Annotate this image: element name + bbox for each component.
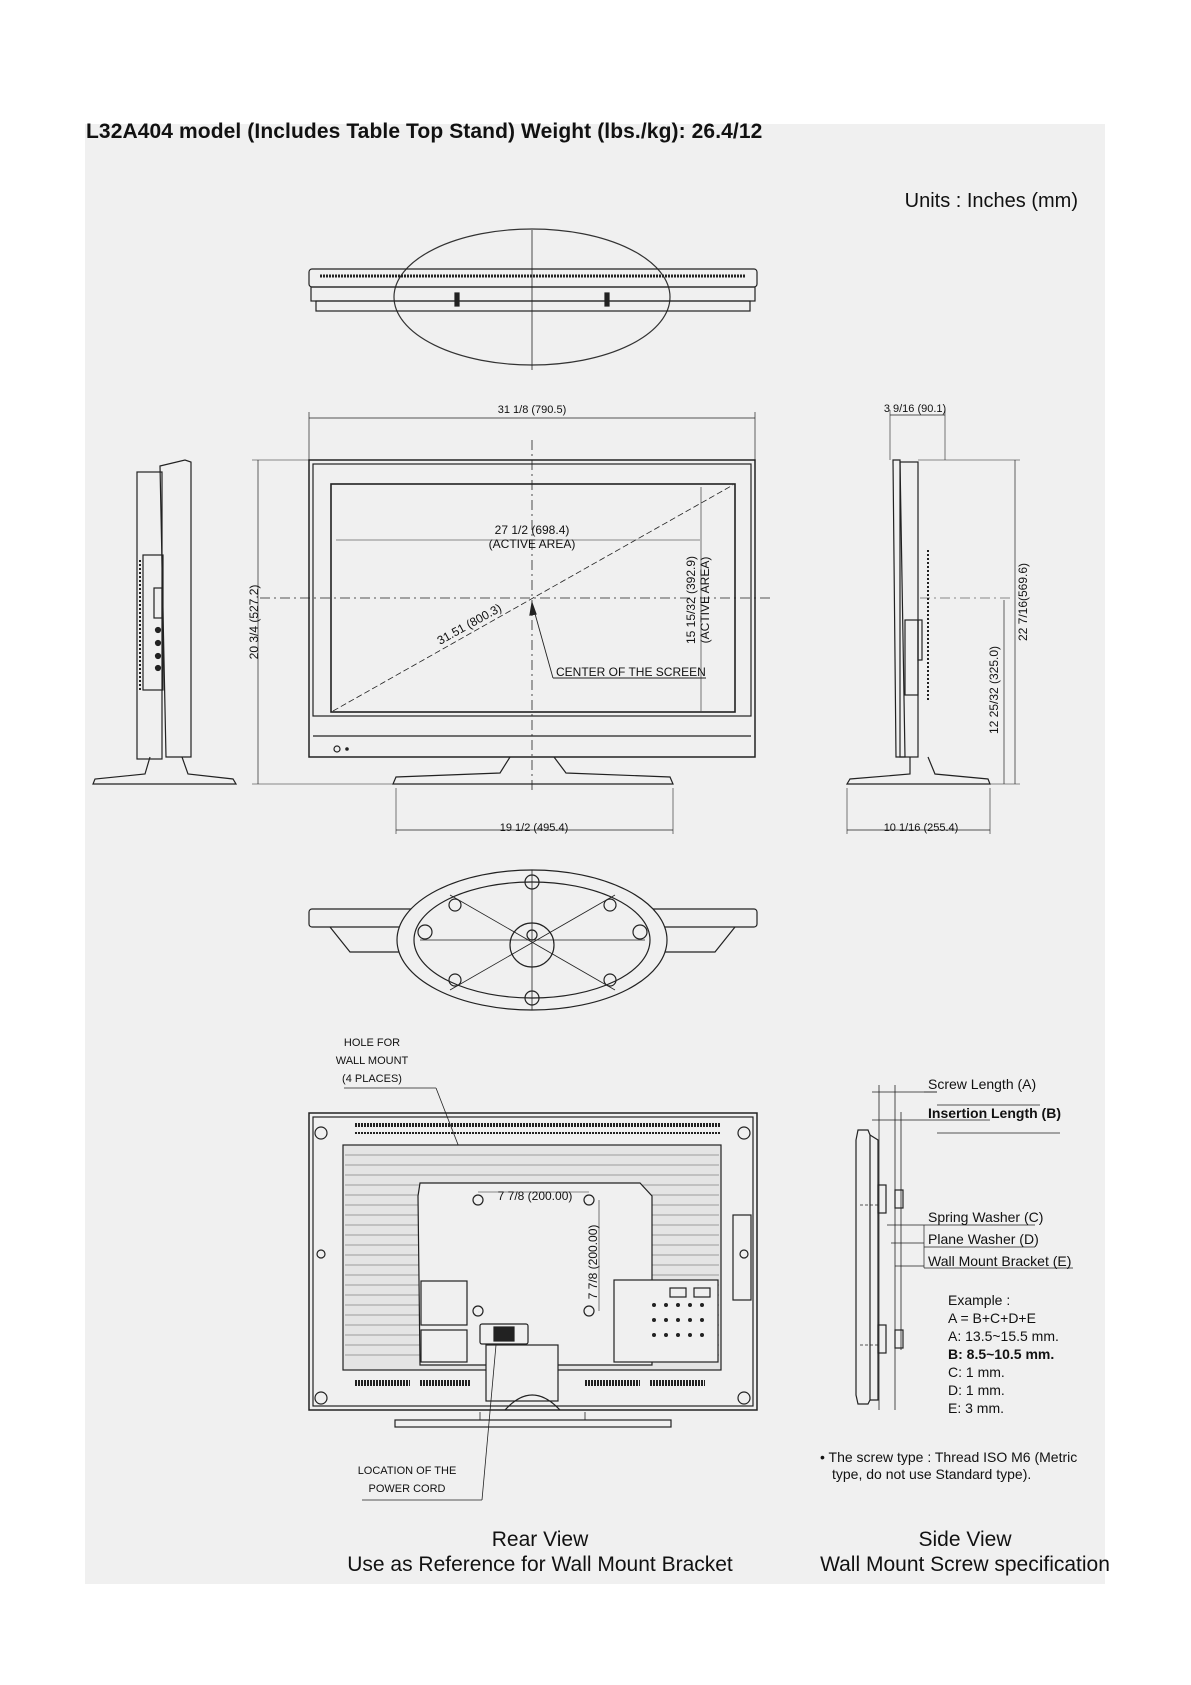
hole-horizontal-dimension: 7 7/8 (200.00)	[498, 1189, 573, 1203]
screw-note-line-1: • The screw type : Thread ISO M6 (Metric	[820, 1449, 1077, 1465]
hole-label-line-1: HOLE FOR	[344, 1037, 400, 1049]
rear-view-caption: Rear View	[491, 1528, 589, 1551]
side-view-subcaption: Wall Mount Screw specification	[820, 1553, 1110, 1576]
height-dimension: 20 3/4 (527.2)	[247, 585, 261, 660]
wall-bracket-label: Wall Mount Bracket (E)	[928, 1253, 1071, 1269]
page-title: L32A404 model (Includes Table Top Stand)…	[86, 120, 763, 143]
power-label-line-2: POWER CORD	[369, 1483, 446, 1495]
plane-washer-label: Plane Washer (D)	[928, 1231, 1039, 1247]
example-title: Example :	[948, 1292, 1010, 1308]
top-view	[308, 228, 758, 370]
right-side-view: 3 9/16 (90.1) 22 7/16(569.6) 12 25/32 (3…	[845, 403, 1030, 834]
center-label: CENTER OF THE SCREEN	[556, 665, 706, 679]
power-label-line-1: LOCATION OF THE	[358, 1465, 457, 1477]
example-b: B: 8.5~10.5 mm.	[948, 1346, 1054, 1362]
hole-vertical-dimension: 7 7/8 (200.00)	[586, 1225, 600, 1300]
example-e: E: 3 mm.	[948, 1400, 1004, 1416]
depth-dimension: 3 9/16 (90.1)	[884, 403, 946, 415]
stand-depth-dimension: 10 1/16 (255.4)	[884, 822, 959, 834]
insertion-length-label: Insertion Length (B)	[928, 1105, 1061, 1121]
active-width-dimension: 27 1/2 (698.4)	[495, 523, 570, 537]
active-height-label: (ACTIVE AREA)	[698, 557, 712, 644]
diagonal-dimension: 31.51 (800.3)	[435, 601, 504, 648]
example-c: C: 1 mm.	[948, 1364, 1005, 1380]
screw-note-line-2: type, do not use Standard type).	[832, 1466, 1031, 1482]
example-a: A: 13.5~15.5 mm.	[948, 1328, 1059, 1344]
rear-view-subcaption: Use as Reference for Wall Mount Bracket	[347, 1553, 733, 1576]
width-dimension: 31 1/8 (790.5)	[498, 404, 567, 416]
example-formula: A = B+C+D+E	[948, 1310, 1036, 1326]
front-view: 31 1/8 (790.5) 27 1/2 (698.4) (ACTIVE AR…	[247, 404, 770, 834]
spring-washer-label: Spring Washer (C)	[928, 1209, 1043, 1225]
left-side-view	[92, 459, 238, 785]
hole-label-line-3: (4 PLACES)	[342, 1073, 402, 1085]
active-height-dimension: 15 15/32 (392.9)	[684, 556, 698, 644]
screw-spec-view: Screw Length (A) Insertion Length (B) Sp…	[820, 1076, 1077, 1482]
active-width-label: (ACTIVE AREA)	[489, 537, 576, 551]
units-label: Units : Inches (mm)	[904, 190, 1078, 212]
bottom-view	[308, 869, 758, 1011]
side-view-caption: Side View	[918, 1528, 1012, 1551]
rear-view: HOLE FOR WALL MOUNT (4 PLACES)	[308, 1037, 758, 1501]
stand-width-dimension: 19 1/2 (495.4)	[500, 822, 569, 834]
screw-length-label: Screw Length (A)	[928, 1076, 1036, 1092]
total-height-dimension: 22 7/16(569.6)	[1016, 563, 1030, 641]
example-d: D: 1 mm.	[948, 1382, 1005, 1398]
stand-height-dimension: 12 25/32 (325.0)	[987, 646, 1001, 734]
hole-label-line-2: WALL MOUNT	[336, 1055, 409, 1067]
